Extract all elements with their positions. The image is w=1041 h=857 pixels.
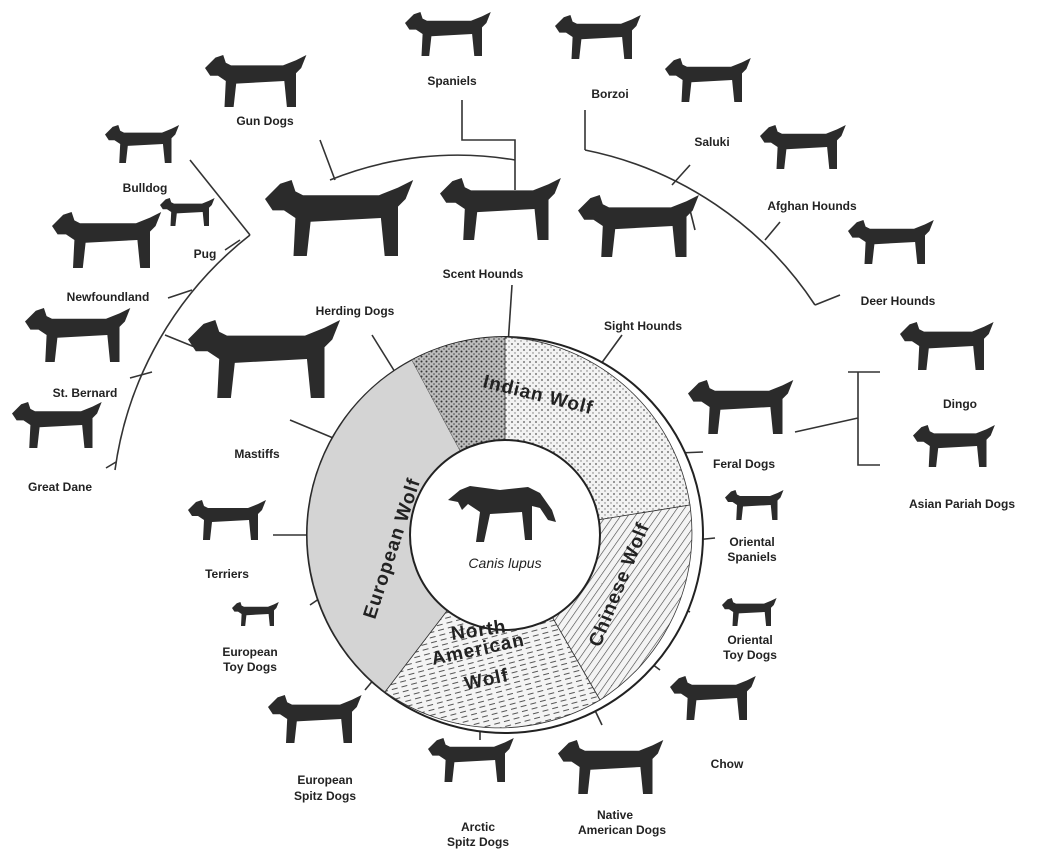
- oriental-toy-dogs-icon: [722, 598, 777, 626]
- spaniels-icon: [405, 12, 491, 56]
- spaniel-link: [462, 100, 515, 190]
- label-oriental-toy-dogs-2: Toy Dogs: [723, 648, 777, 662]
- newfoundland-icon: [52, 212, 161, 268]
- label-scent-hounds: Scent Hounds: [443, 267, 524, 281]
- label-gun-dogs: Gun Dogs: [236, 114, 294, 128]
- label-asian-pariah-dogs: Asian Pariah Dogs: [909, 497, 1015, 511]
- borzoi-icon: [555, 15, 641, 59]
- st-bernard-icon: [25, 308, 130, 362]
- afghan-hounds-icon: [760, 125, 846, 169]
- dingo-icon: [900, 322, 994, 370]
- afghan-link: [765, 222, 780, 240]
- greatdane-link: [106, 462, 116, 468]
- label-chow: Chow: [711, 757, 744, 771]
- pug-icon: [160, 198, 215, 226]
- mastiff-link: [290, 420, 338, 440]
- label-borzoi: Borzoi: [591, 87, 628, 101]
- label-terriers: Terriers: [205, 567, 249, 581]
- european-spitz-dogs-icon: [268, 695, 362, 743]
- label-great-dane: Great Dane: [28, 480, 92, 494]
- outer-arc: [330, 155, 515, 180]
- label-arctic-spitz-1: Arctic: [461, 820, 495, 834]
- european-toy-dogs-icon: [232, 602, 279, 626]
- deer-link: [815, 295, 840, 305]
- saluki-link: [672, 165, 690, 185]
- asian-pariah-dogs-icon: [913, 425, 995, 467]
- label-european-spitz-2: Spitz Dogs: [294, 789, 356, 803]
- label-afghan-hounds: Afghan Hounds: [767, 199, 857, 213]
- label-mastiffs: Mastiffs: [234, 447, 280, 461]
- label-feral-dogs: Feral Dogs: [713, 457, 775, 471]
- label-bulldog: Bulldog: [123, 181, 168, 195]
- label-dingo: Dingo: [943, 397, 977, 411]
- bulldog-link: [190, 160, 250, 235]
- label-european-toy-dogs-2: Toy Dogs: [223, 660, 277, 674]
- label-spaniels: Spaniels: [427, 74, 477, 88]
- herding-dogs-icon: [265, 180, 413, 256]
- center-label: Canis lupus: [468, 555, 541, 571]
- label-herding-dogs: Herding Dogs: [316, 304, 395, 318]
- gundog-link: [320, 140, 335, 180]
- label-oriental-toy-dogs-1: Oriental: [727, 633, 772, 647]
- label-european-spitz-1: European: [297, 773, 352, 787]
- label-oriental-spaniels-1: Oriental: [729, 535, 774, 549]
- gun-dogs-icon: [205, 55, 306, 107]
- feral-dogs-icon: [688, 380, 793, 434]
- feral-bracket: [795, 372, 880, 465]
- label-deer-hounds: Deer Hounds: [861, 294, 936, 308]
- great-dane-icon: [12, 402, 102, 448]
- label-arctic-spitz-2: Spitz Dogs: [447, 835, 509, 849]
- bulldog-icon: [105, 125, 179, 163]
- sight-arc-link: [690, 210, 695, 230]
- arctic-spitz-dogs-icon: [428, 738, 514, 782]
- mastiffs-icon: [188, 320, 340, 398]
- label-pug: Pug: [194, 247, 217, 261]
- saluki-icon: [665, 58, 751, 102]
- label-saluki: Saluki: [694, 135, 729, 149]
- deer-hounds-icon: [848, 220, 934, 264]
- label-european-toy-dogs-1: European: [222, 645, 277, 659]
- label-native-american-2: American Dogs: [578, 823, 666, 837]
- label-st-bernard: St. Bernard: [53, 386, 118, 400]
- scent-hounds-icon: [440, 178, 561, 240]
- label-native-american-1: Native: [597, 808, 633, 822]
- sight-hounds-icon: [578, 195, 699, 257]
- herding-link: [372, 335, 395, 372]
- native-american-dogs-icon: [558, 740, 663, 794]
- chow-icon: [670, 676, 756, 720]
- ring-inner: [410, 440, 600, 630]
- label-sight-hounds: Sight Hounds: [604, 319, 682, 333]
- scent-link: [508, 285, 512, 345]
- terriers-icon: [188, 500, 266, 540]
- label-newfoundland: Newfoundland: [67, 290, 150, 304]
- oriental-spaniels-icon: [725, 490, 784, 520]
- label-oriental-spaniels-2: Spaniels: [727, 550, 777, 564]
